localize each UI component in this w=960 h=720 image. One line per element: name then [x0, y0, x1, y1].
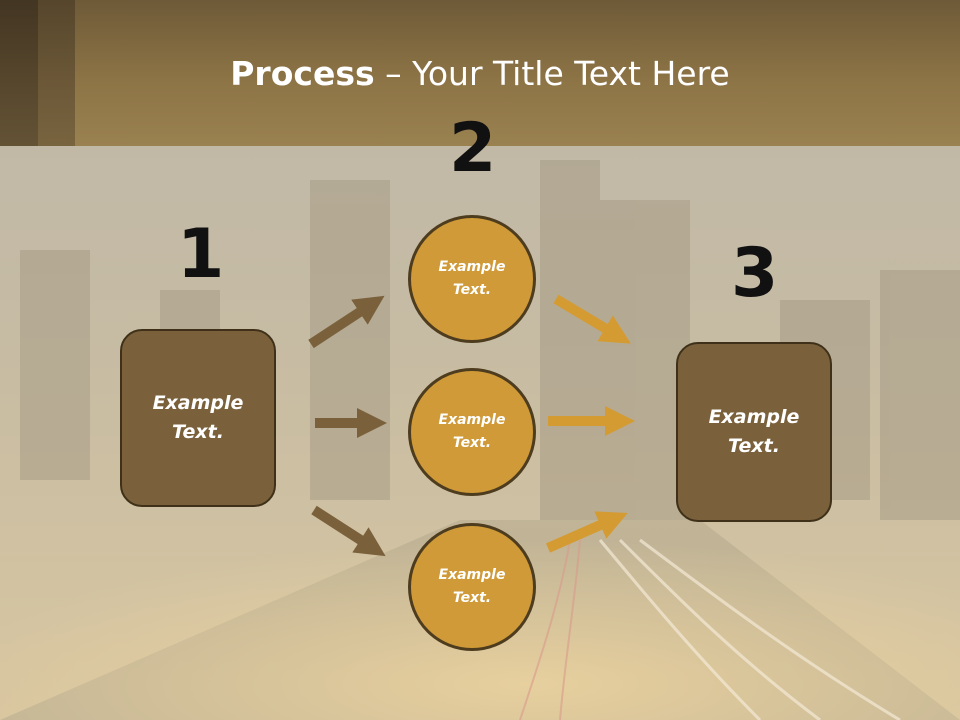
process-box-left-text: Example Text. [152, 392, 244, 443]
slide-title[interactable]: Process – Your Title Text Here [0, 52, 960, 96]
arrow-left-to-top [308, 295, 385, 349]
title-rest: – Your Title Text Here [374, 54, 730, 93]
circle-node-bottom-text: Example Text. [438, 567, 506, 606]
header-accent-left [0, 0, 38, 146]
circle-node-middle[interactable]: Example Text. [408, 368, 536, 496]
process-box-left[interactable]: Example Text. [120, 329, 276, 507]
arrow-bottom-to-right [545, 511, 628, 553]
process-box-right-text: Example Text. [708, 406, 800, 457]
circle-node-top-text: Example Text. [438, 259, 506, 298]
arrow-top-to-right [553, 294, 631, 344]
title-bold: Process [230, 54, 375, 93]
circle-node-bottom[interactable]: Example Text. [408, 523, 536, 651]
circle-node-middle-text: Example Text. [438, 412, 506, 451]
step-number-3[interactable]: 3 [731, 234, 779, 313]
header-accent-right [38, 0, 75, 146]
step-number-2[interactable]: 2 [449, 109, 497, 188]
arrow-left-to-bottom [311, 505, 386, 557]
process-box-right[interactable]: Example Text. [676, 342, 832, 522]
header-band [0, 0, 960, 146]
step-number-1[interactable]: 1 [177, 215, 225, 294]
circle-node-top[interactable]: Example Text. [408, 215, 536, 343]
